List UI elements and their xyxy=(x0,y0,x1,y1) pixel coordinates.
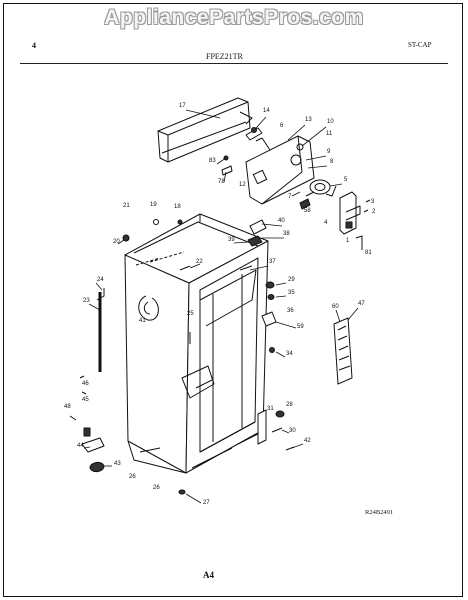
callout-4: 4 xyxy=(324,220,328,226)
cabinet-shell xyxy=(124,213,269,474)
callout-14: 14 xyxy=(263,108,270,114)
callout-36: 36 xyxy=(287,308,294,314)
condenser-coil xyxy=(138,295,159,321)
callout-60: 60 xyxy=(332,304,339,310)
bottom-hinge-parts xyxy=(69,375,105,473)
callout-6: 6 xyxy=(280,123,284,129)
callout-42: 42 xyxy=(304,438,311,444)
callout-43: 43 xyxy=(114,461,121,467)
callout-25: 25 xyxy=(187,311,194,317)
door-mullion-rail xyxy=(333,317,353,385)
callout-10: 10 xyxy=(327,119,334,125)
callout-19: 19 xyxy=(150,202,157,208)
page-border xyxy=(3,3,463,597)
callout-37: 37 xyxy=(269,259,276,265)
callout-27: 27 xyxy=(203,500,210,506)
drawing-reference-code: R24B2491 xyxy=(365,509,394,516)
top-trim-channel xyxy=(157,97,253,163)
callout-30: 30 xyxy=(289,428,296,434)
callout-23: 23 xyxy=(83,298,90,304)
callout-1: 1 xyxy=(346,238,350,244)
leader-lines xyxy=(83,109,359,504)
callout-26: 26 xyxy=(153,485,160,491)
callout-59: 59 xyxy=(297,324,304,330)
page-label: A4 xyxy=(203,570,214,580)
callout-58: 58 xyxy=(304,208,311,214)
callout-83: 83 xyxy=(209,158,216,164)
watermark-logo: AppliancePartsPros.com xyxy=(104,6,364,29)
header-page-number: 4 xyxy=(32,41,36,50)
top-hinge-bracket xyxy=(339,191,371,250)
callout-26: 26 xyxy=(129,474,136,480)
callout-40: 40 xyxy=(278,218,285,224)
callout-24: 24 xyxy=(97,277,104,283)
callout-81: 81 xyxy=(365,250,372,256)
header-rule xyxy=(20,63,448,64)
callout-48: 48 xyxy=(64,404,71,410)
callout-20: 20 xyxy=(113,239,120,245)
light-socket-assembly xyxy=(299,179,337,210)
callout-12: 12 xyxy=(239,182,246,188)
callout-3: 3 xyxy=(371,199,375,205)
callout-9: 9 xyxy=(327,149,331,155)
callout-34: 34 xyxy=(286,351,293,357)
callout-8: 8 xyxy=(330,159,334,165)
control-housing-panel xyxy=(245,135,315,205)
callout-13: 13 xyxy=(305,117,312,123)
callout-47: 47 xyxy=(358,301,365,307)
callout-21: 21 xyxy=(123,203,130,209)
callout-17: 17 xyxy=(179,103,186,109)
callout-38: 38 xyxy=(283,231,290,237)
callout-31: 31 xyxy=(267,406,274,412)
header-model-number: FPEZ21TR xyxy=(206,52,243,61)
callout-5: 5 xyxy=(344,177,348,183)
header-section-code: ST-CAP xyxy=(408,41,432,49)
callout-39: 39 xyxy=(228,237,235,243)
callout-46: 46 xyxy=(82,381,89,387)
callout-78: 78 xyxy=(218,179,225,185)
callout-41: 41 xyxy=(139,318,146,324)
callout-11: 11 xyxy=(326,131,333,137)
callout-35: 35 xyxy=(288,290,295,296)
refrigerant-tube xyxy=(96,288,105,372)
callout-45: 45 xyxy=(82,397,89,403)
callout-18: 18 xyxy=(174,204,181,210)
callout-28: 28 xyxy=(286,402,293,408)
callout-22: 22 xyxy=(196,259,203,265)
callout-7: 7 xyxy=(288,194,292,200)
callout-2: 2 xyxy=(372,209,376,215)
callout-44: 44 xyxy=(77,443,84,449)
callout-29: 29 xyxy=(288,277,295,283)
